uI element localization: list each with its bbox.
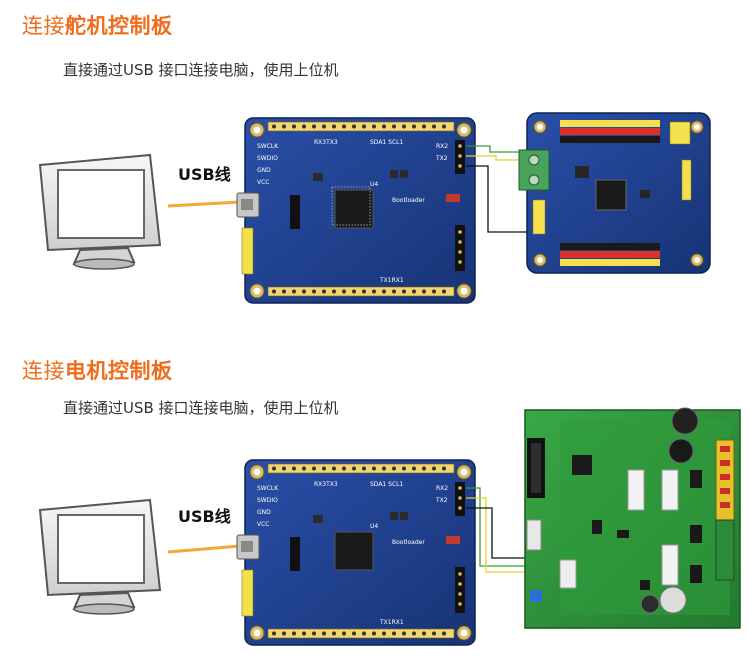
motor-title-strong: 电机控制板	[65, 359, 173, 383]
board-label-gnd: GND	[257, 167, 271, 174]
board-label-sda1: SDA1 SCL1	[370, 481, 403, 488]
board-label-tx2: TX2	[435, 155, 448, 162]
board-label-bootloader: Bootloader	[392, 539, 425, 546]
board-label-swdio: SWDIO	[257, 497, 278, 504]
board-label-bootloader: Bootloader	[392, 197, 425, 204]
board-label-vcc: VCC	[257, 521, 269, 528]
board-label-rx2: RX2	[436, 143, 448, 150]
board-label-rx3tx3: RX3TX3	[314, 481, 338, 488]
board-label-rx2: RX2	[436, 485, 448, 492]
servo-title-strong: 舵机控制板	[65, 14, 173, 38]
motor-title-plain: 连接	[22, 359, 65, 383]
board-label-txrx: TX1RX1	[379, 619, 404, 626]
board-label-vcc: VCC	[257, 179, 269, 186]
servo-section: 连接舵机控制板 直接通过USB 接口连接电脑，使用上位机 USB线	[22, 10, 339, 184]
usb-cable	[167, 544, 241, 554]
computer-monitor-icon	[38, 153, 162, 270]
usb-label-1: USB线	[178, 165, 231, 184]
board-label-swdio: SWDIO	[257, 155, 278, 162]
usb-controller-board: SWCLK SWDIO GND VCC RX3TX3 SDA1 SCL1 RX2…	[236, 117, 476, 304]
servo-section-subtitle: 直接通过USB 接口连接电脑，使用上位机	[63, 61, 339, 79]
board-label-gnd: GND	[257, 509, 271, 516]
usb-controller-board: SWCLK SWDIO GND VCC RX3TX3 SDA1 SCL1 RX2…	[236, 459, 476, 646]
board-label-tx2: TX2	[435, 497, 448, 504]
motor-section-title: 连接电机控制板	[22, 355, 173, 385]
usb-cable	[167, 200, 241, 208]
board-label-swclk: SWCLK	[257, 485, 279, 492]
servo-section-title: 连接舵机控制板	[22, 10, 173, 40]
board-label-u4: U4	[370, 523, 378, 530]
board-label-sda1: SDA1 SCL1	[370, 139, 403, 146]
servo-controller-board	[518, 112, 711, 274]
serial-wires	[466, 487, 530, 573]
computer-monitor-icon	[38, 498, 162, 615]
motor-section-subtitle: 直接通过USB 接口连接电脑，使用上位机	[63, 399, 339, 417]
usb-label-2: USB线	[178, 507, 231, 526]
servo-title-plain: 连接	[22, 14, 65, 38]
motor-controller-board	[524, 407, 741, 629]
board-label-swclk: SWCLK	[257, 143, 279, 150]
motor-section: 连接电机控制板 直接通过USB 接口连接电脑，使用上位机 USB线	[0, 340, 750, 663]
board-label-u4: U4	[370, 181, 378, 188]
serial-wires	[466, 145, 530, 233]
board-label-txrx: TX1RX1	[379, 277, 404, 284]
board-label-rx3tx3: RX3TX3	[314, 139, 338, 146]
